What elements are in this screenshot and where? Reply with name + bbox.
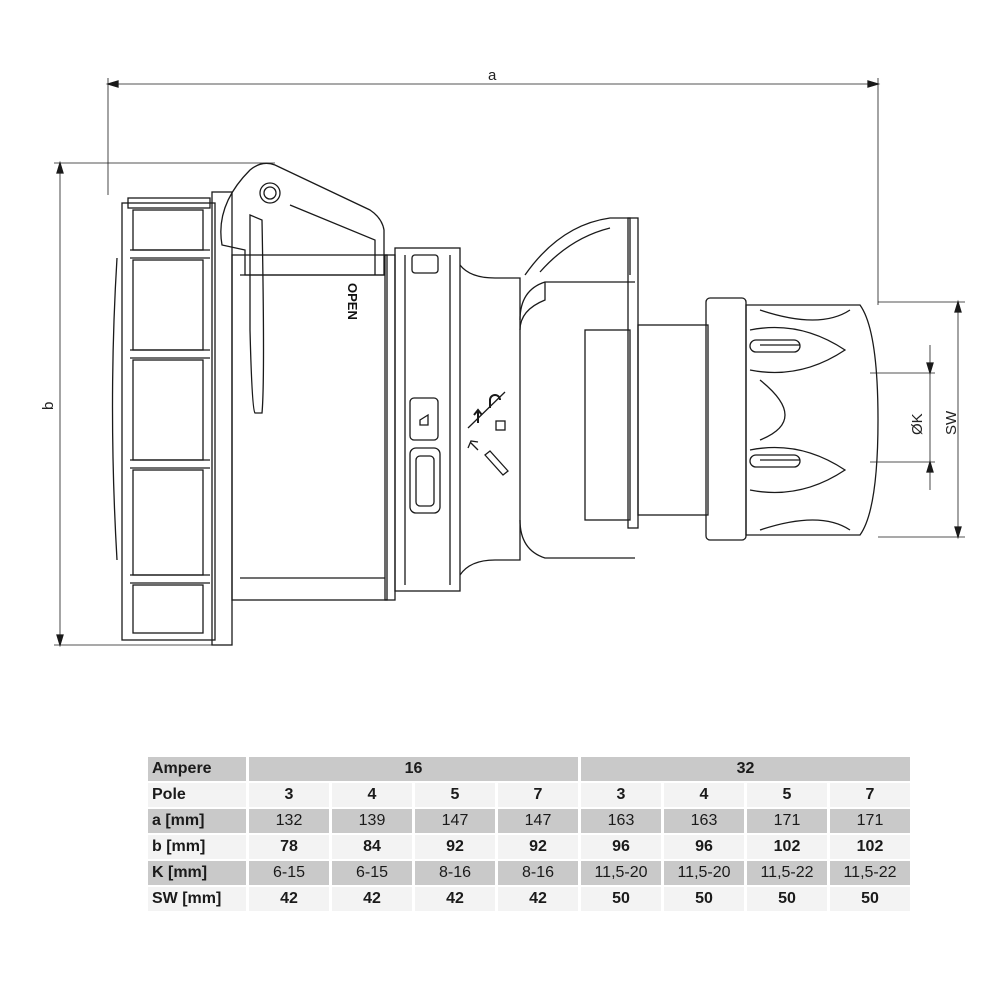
cell: 78 <box>249 835 329 859</box>
dimension-a-label: a <box>488 67 497 84</box>
row-label: K [mm] <box>148 861 246 885</box>
row-label: Pole <box>148 783 246 807</box>
cell: 4 <box>664 783 744 807</box>
cell: 96 <box>664 835 744 859</box>
hinged-lid: OPEN <box>220 162 385 414</box>
cell: 147 <box>498 809 578 833</box>
cell: 11,5-20 <box>664 861 744 885</box>
cell: 102 <box>747 835 827 859</box>
dimensions-table: Ampere 16 32 Pole 3 4 5 7 3 4 5 7 a [mm]… <box>145 755 913 913</box>
table-row-k: K [mm] 6-15 6-15 8-16 8-16 11,5-20 11,5-… <box>148 861 910 885</box>
cell: 5 <box>747 783 827 807</box>
table-row-pole: Pole 3 4 5 7 3 4 5 7 <box>148 783 910 807</box>
cell: 7 <box>498 783 578 807</box>
dimension-a: a <box>105 67 881 305</box>
ampere-label: Ampere <box>148 757 246 781</box>
table-row-sw: SW [mm] 42 42 42 42 50 50 50 50 <box>148 887 910 911</box>
unlock-symbol-icon <box>467 391 509 476</box>
cell: 42 <box>415 887 495 911</box>
cell: 171 <box>830 809 910 833</box>
cell: 50 <box>581 887 661 911</box>
cell: 96 <box>581 835 661 859</box>
cell: 4 <box>332 783 412 807</box>
technical-drawing: a b ØK SW <box>40 67 965 648</box>
cell: 8-16 <box>498 861 578 885</box>
cell: 147 <box>415 809 495 833</box>
ampere-16: 16 <box>249 757 578 781</box>
cell: 171 <box>747 809 827 833</box>
coupling-nut <box>111 191 233 646</box>
dimension-b-label: b <box>40 402 57 410</box>
dimension-sw: SW <box>878 299 965 540</box>
ampere-32: 32 <box>581 757 910 781</box>
cell: 163 <box>581 809 661 833</box>
cell: 42 <box>249 887 329 911</box>
cell: 6-15 <box>332 861 412 885</box>
table-row-a: a [mm] 132 139 147 147 163 163 171 171 <box>148 809 910 833</box>
dimension-k-label: ØK <box>909 413 926 435</box>
cell: 3 <box>581 783 661 807</box>
adapter-neck <box>459 217 709 576</box>
cell: 92 <box>498 835 578 859</box>
cell: 132 <box>249 809 329 833</box>
cable-gland <box>705 297 879 541</box>
locking-ring <box>394 247 461 592</box>
cell: 139 <box>332 809 412 833</box>
lid-open-text: OPEN <box>345 283 360 320</box>
cell: 42 <box>498 887 578 911</box>
cell: 84 <box>332 835 412 859</box>
cell: 3 <box>249 783 329 807</box>
cell: 11,5-20 <box>581 861 661 885</box>
cell: 6-15 <box>249 861 329 885</box>
socket-body <box>231 254 396 601</box>
cell: 50 <box>664 887 744 911</box>
cell: 50 <box>747 887 827 911</box>
cell: 92 <box>415 835 495 859</box>
cell: 163 <box>664 809 744 833</box>
cell: 102 <box>830 835 910 859</box>
dimension-b: b <box>40 160 275 648</box>
cell: 50 <box>830 887 910 911</box>
cell: 7 <box>830 783 910 807</box>
row-label: SW [mm] <box>148 887 246 911</box>
cell: 5 <box>415 783 495 807</box>
cell: 8-16 <box>415 861 495 885</box>
row-label: a [mm] <box>148 809 246 833</box>
lock-window-icon <box>409 397 439 441</box>
cell: 11,5-22 <box>747 861 827 885</box>
row-label: b [mm] <box>148 835 246 859</box>
dimension-sw-label: SW <box>943 410 960 435</box>
table-row-b: b [mm] 78 84 92 92 96 96 102 102 <box>148 835 910 859</box>
dimension-k: ØK <box>870 345 935 490</box>
cell: 11,5-22 <box>830 861 910 885</box>
cell: 42 <box>332 887 412 911</box>
